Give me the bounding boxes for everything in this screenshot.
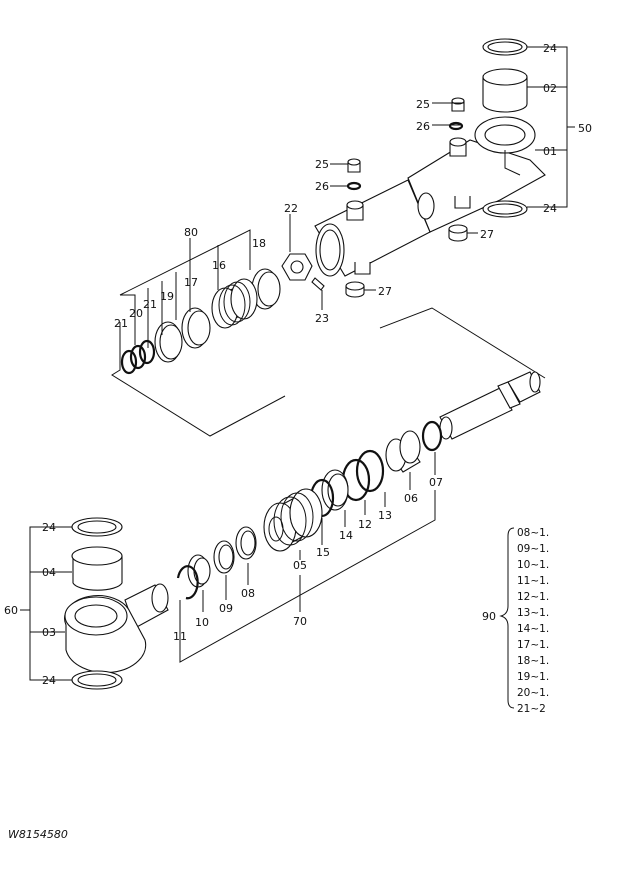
nut-22 [281,253,313,281]
kit-item: 08~1. [517,527,549,539]
label-24-top: 24 [543,42,557,55]
snap-ring-11 [176,565,199,600]
rod-end-03 [64,583,169,674]
grease-fitting-25-top [451,97,465,112]
kit-90-list: 08~1. 09~1. 10~1. 11~1. 12~1. 13~1. 14~1… [517,527,549,715]
kit-item: 21~2 [517,703,546,715]
label-23: 23 [315,312,329,325]
bushing-24-lower-top [71,517,123,537]
kit-item: 09~1. [517,543,549,555]
kit-item: 14~1. [517,623,549,635]
label-26-mid: 26 [315,180,329,193]
o-ring-07 [421,420,443,452]
label-09: 09 [219,602,233,615]
label-18: 18 [252,237,266,250]
label-16: 16 [212,259,226,272]
label-11: 11 [173,630,187,643]
label-03: 03 [42,626,56,639]
kit-90-brace [499,527,515,709]
kit-item: 12~1. [517,591,549,603]
o-ring-26-mid [346,181,362,191]
label-02: 02 [543,82,557,95]
bushing-24-bottom [71,670,123,690]
label-60: 60 [4,604,18,617]
label-01: 01 [543,145,557,158]
label-24-rod-top: 24 [42,521,56,534]
ring-13 [355,449,385,493]
kit-item: 20~1. [517,687,549,699]
kit-item: 13~1. [517,607,549,619]
label-25-mid: 25 [315,158,329,171]
rod-cover-05 [263,488,323,552]
label-14: 14 [339,529,353,542]
grease-fitting-25-mid [347,158,361,173]
kit-item: 11~1. [517,575,549,587]
kit-item: 17~1. [517,639,549,651]
label-20: 20 [129,307,143,320]
dashed-route-line [379,307,546,379]
piston-16 [211,278,258,329]
ring-17 [181,307,211,349]
label-24-lower: 24 [543,202,557,215]
ring-18 [251,268,281,310]
label-21-b: 21 [143,298,157,311]
label-15: 15 [316,546,330,559]
label-19: 19 [160,290,174,303]
label-27-left: 27 [378,285,392,298]
drawing-code: W8154580 [8,828,68,841]
label-26-top: 26 [416,120,430,133]
label-04: 04 [42,566,56,579]
ring-09 [213,540,235,574]
bushing-02 [482,68,528,113]
ring-19 [154,321,183,363]
plug-27-right [448,224,468,242]
kit-item: 10~1. [517,559,549,571]
set-screw-23 [311,277,325,291]
backup-rings-20-21 [120,339,156,375]
o-ring-26-top [448,121,464,131]
label-24-rod-bottom: 24 [42,674,56,687]
label-90: 90 [482,610,496,623]
label-08: 08 [241,587,255,600]
cylinder-tube-01 [314,116,546,277]
label-25-top: 25 [416,98,430,111]
leader-lines-lower [20,452,436,681]
label-05: 05 [293,559,307,572]
label-07: 07 [429,476,443,489]
ring-08 [235,526,257,560]
bushing-24-lower [482,200,528,218]
label-27-right: 27 [480,228,494,241]
label-10: 10 [195,616,209,629]
label-13: 13 [378,509,392,522]
label-17: 17 [184,276,198,289]
label-12: 12 [358,518,372,531]
ring-14 [321,469,349,511]
kit-item: 18~1. [517,655,549,667]
label-50: 50 [578,122,592,135]
bushing-24-top [482,38,528,56]
bushing-06 [385,430,421,473]
leader-lines-upper [111,46,575,437]
bushing-04 [71,546,123,591]
kit-item: 19~1. [517,671,549,683]
piston-rod-assembly [439,371,541,440]
plug-27-left [345,281,365,298]
label-80: 80 [184,226,198,239]
label-70: 70 [293,615,307,628]
label-22: 22 [284,202,298,215]
label-06: 06 [404,492,418,505]
ring-10 [187,554,211,588]
label-21-a: 21 [114,317,128,330]
